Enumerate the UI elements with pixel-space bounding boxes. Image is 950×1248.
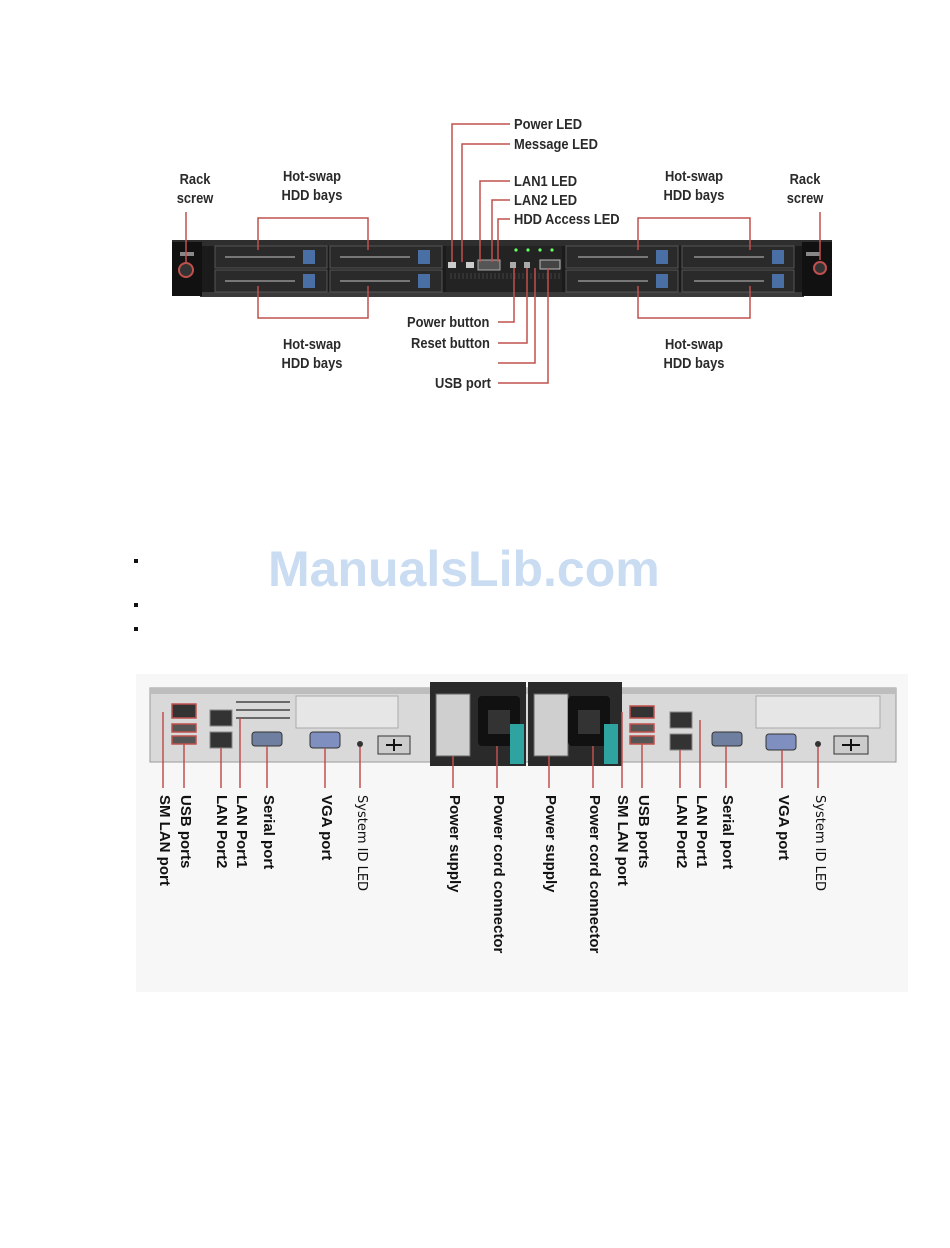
watermark-text: ManualsLib.com (268, 541, 660, 597)
power-supplies (430, 682, 622, 766)
rear-label-sm-lan-port-left: SM LAN port (156, 795, 173, 886)
rear-label-usb-ports-right: USB ports (635, 795, 652, 869)
rear-panel-diagram (136, 674, 908, 992)
rear-label-power-supply-2: Power supply (542, 795, 559, 893)
bullet-3 (134, 627, 138, 631)
hdd-access-led-label: HDD Access LED (514, 211, 620, 228)
hdd-bays-right (565, 245, 795, 293)
rear-label-system-id-led-left: System ID LED (354, 795, 369, 892)
rear-label-lan-port1-left: LAN Port1 (233, 795, 250, 869)
rear-label-usb-ports-left: USB ports (177, 795, 194, 869)
rear-label-vga-port-right: VGA port (775, 795, 792, 861)
usb-port-label: USB port (435, 375, 491, 392)
rear-label-lan-port1-right: LAN Port1 (693, 795, 710, 869)
rear-label-lan-port2-right: LAN Port2 (673, 795, 690, 869)
rack-screw-right-icon (813, 261, 827, 275)
rear-label-power-cord-connector-1: Power cord connector (490, 795, 507, 954)
rear-label-serial-port-left: Serial port (260, 795, 277, 870)
rear-label-lan-port2-left: LAN Port2 (213, 795, 230, 869)
message-led-label: Message LED (514, 136, 598, 153)
rear-label-system-id-led-right: System ID LED (812, 795, 827, 892)
hdd-bays-left (214, 245, 443, 293)
lan1-led-label: LAN1 LED (514, 173, 578, 190)
bullet-2 (134, 603, 138, 607)
rear-label-power-cord-connector-2: Power cord connector (586, 795, 603, 954)
reset-button-label: Reset button (411, 335, 490, 352)
rear-io-left (171, 695, 411, 755)
lan2-led-label: LAN2 LED (514, 192, 578, 209)
rear-label-power-supply-1: Power supply (446, 795, 463, 893)
rear-label-sm-lan-port-right: SM LAN port (614, 795, 631, 886)
power-led-label: Power LED (514, 116, 583, 133)
front-panel-diagram (172, 123, 832, 384)
power-button-label: Power button (407, 314, 490, 331)
rear-label-vga-port-left: VGA port (318, 795, 335, 861)
bullet-1 (134, 559, 138, 563)
control-panel (446, 246, 562, 292)
rear-label-serial-port-right: Serial port (719, 795, 736, 870)
rear-io-right (629, 695, 881, 755)
rack-screw-left-icon (178, 262, 194, 278)
